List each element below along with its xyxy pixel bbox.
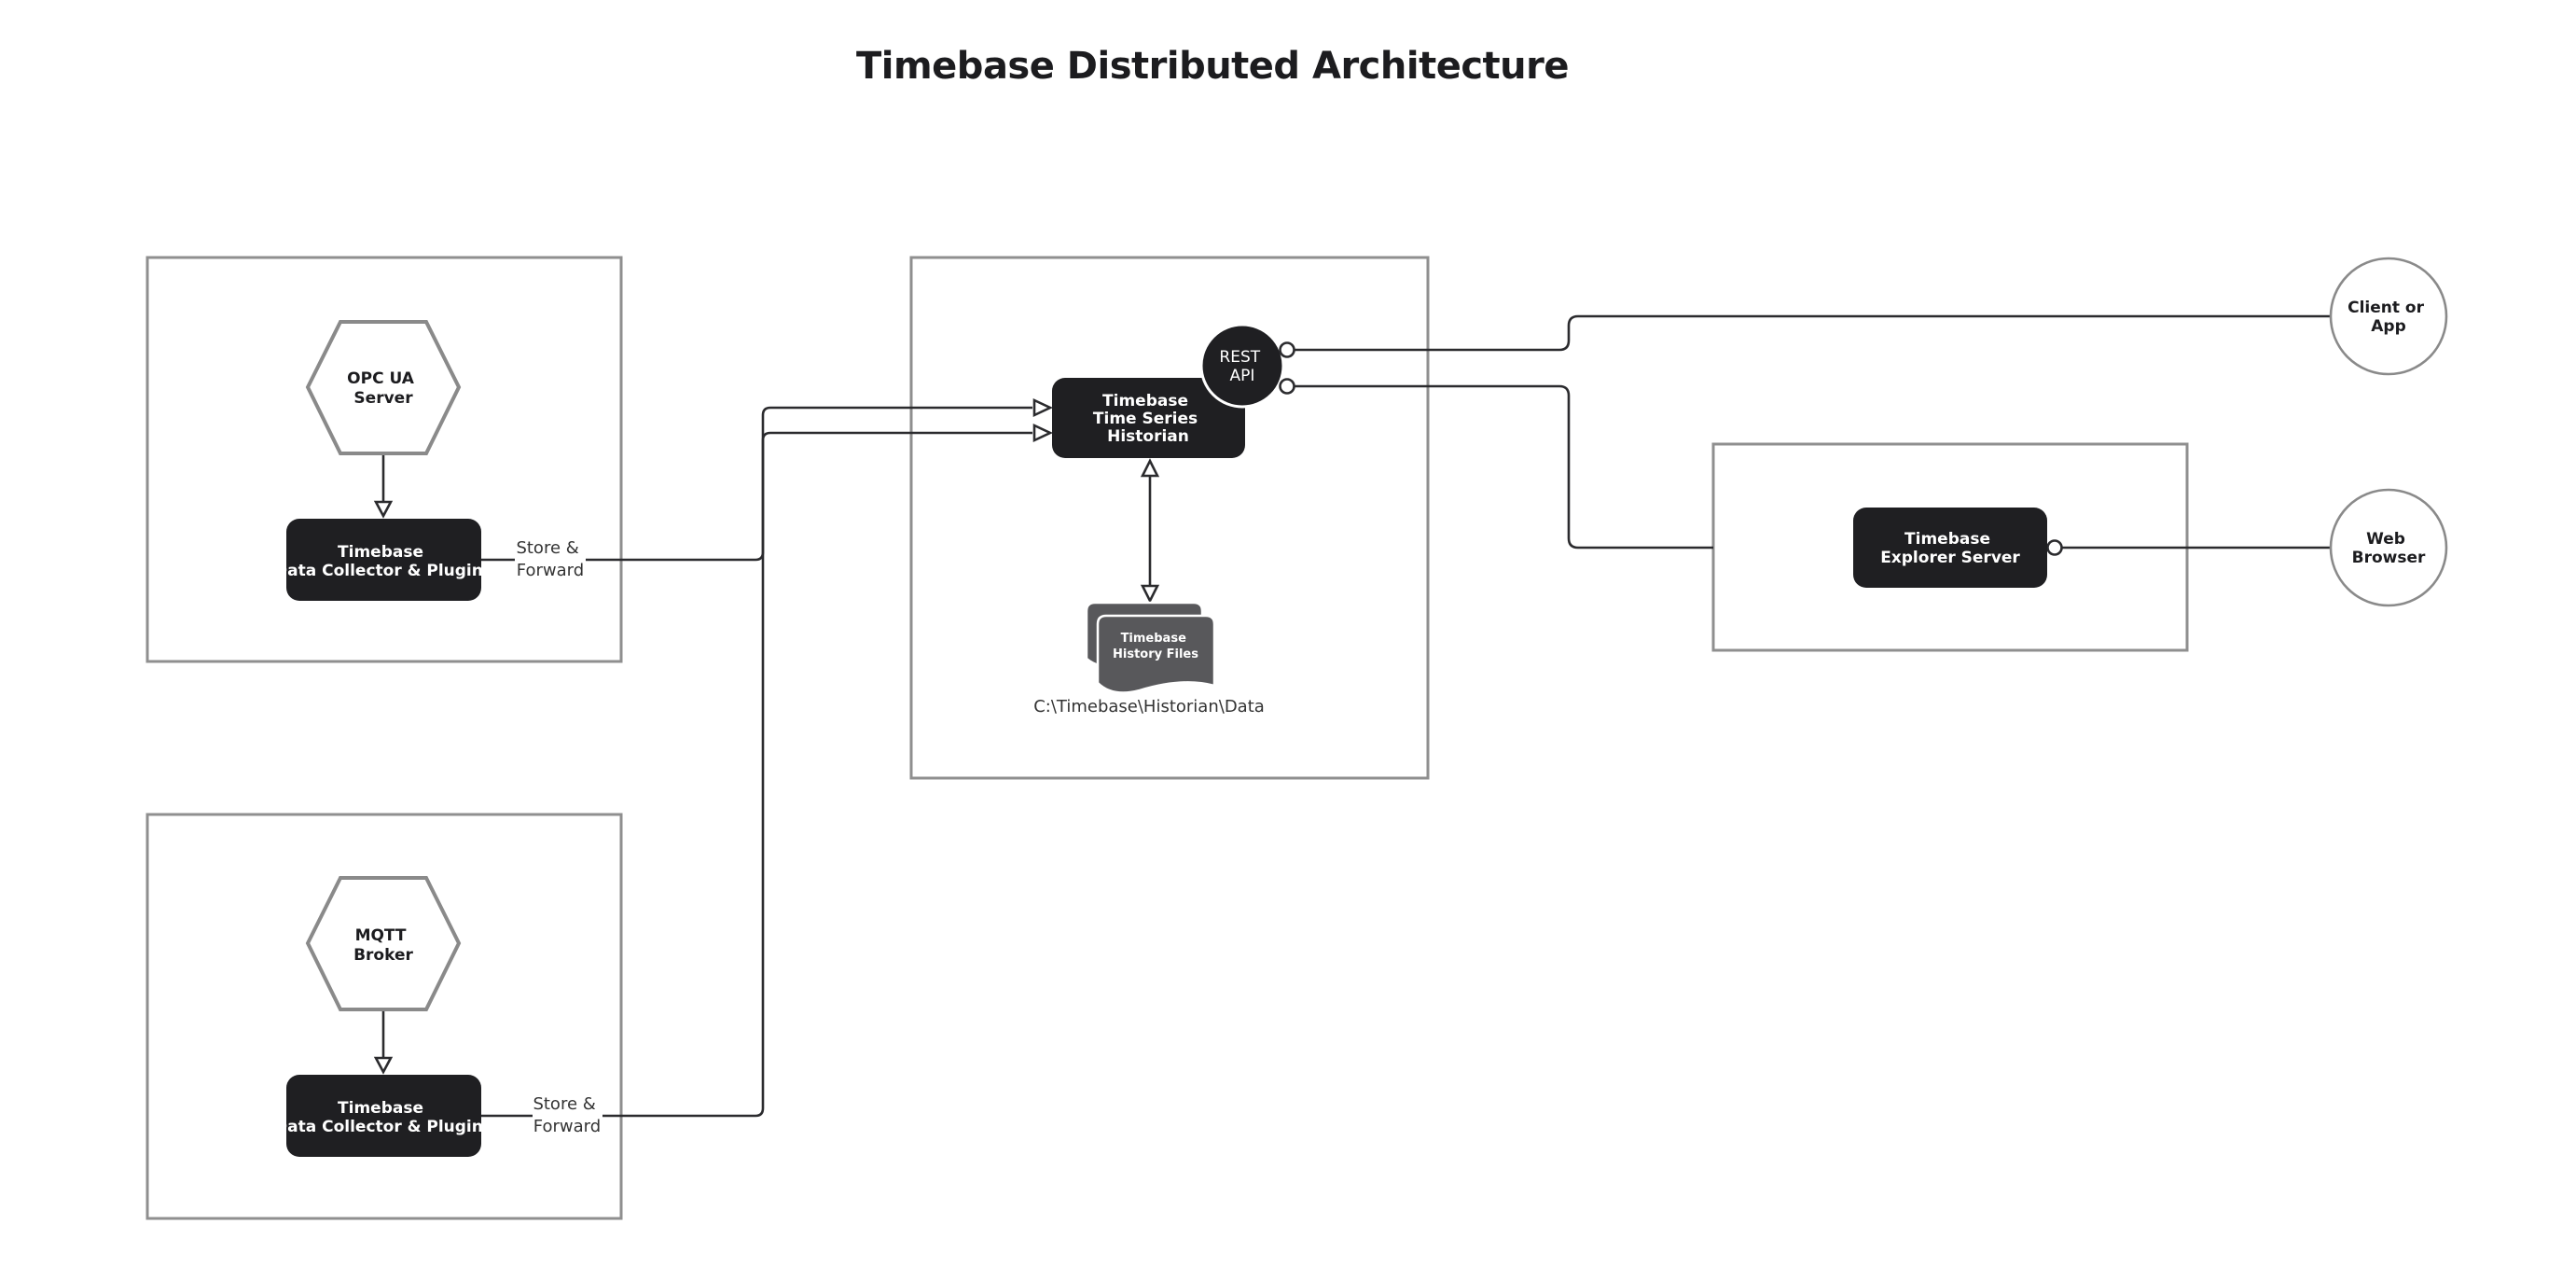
connector-api-to-explorer-group <box>1295 384 1713 550</box>
hexagon-shape <box>305 320 462 455</box>
mqtt-group-frame <box>145 813 623 1220</box>
hexagon-shape <box>305 876 462 1011</box>
explorer-server-node: Timebase Explorer Server <box>1853 508 2047 588</box>
historian-label: Timebase Time Series Historian <box>1093 392 1203 446</box>
mqtt-broker-node: MQTT Broker <box>305 876 462 1011</box>
arrowhead-down-opcua <box>373 500 394 519</box>
history-files-label: Timebase History Files <box>1113 632 1198 661</box>
historian-label-line3: Historian <box>1107 427 1189 446</box>
data-collector-bottom-label: Timebase Data Collector & Plugins <box>274 1099 492 1136</box>
mqtt-broker-label: MQTT Broker <box>353 926 413 965</box>
opcua-server-label-line2: Server <box>353 389 413 408</box>
rest-api-node: REST API <box>1199 323 1285 409</box>
connector-api-to-client <box>1295 314 2330 352</box>
historian-group-frame <box>909 256 1430 780</box>
historian-label-line2: Time Series <box>1093 410 1198 428</box>
data-collector-bottom-label-line2: Data Collector & Plugins <box>274 1118 492 1136</box>
web-browser-label: Web Browser <box>2352 530 2426 567</box>
opcua-server-label: OPC UA Server <box>347 369 420 408</box>
opcua-group-frame <box>145 256 623 663</box>
client-app-label-line2: App <box>2371 317 2406 336</box>
store-forward-top-line2: Forward <box>517 561 584 580</box>
explorer-server-label-line2: Explorer Server <box>1880 549 2020 567</box>
client-app-node: Client or App <box>2329 257 2448 376</box>
data-collector-top-label: Timebase Data Collector & Plugins <box>274 543 492 580</box>
data-path-label: C:\Timebase\Historian\Data <box>1033 697 1265 717</box>
web-browser-circle <box>2329 488 2448 607</box>
api-port-explorer <box>1279 378 1295 395</box>
history-file-front-sheet <box>1096 614 1216 694</box>
arrowhead-up-historian <box>1140 458 1160 478</box>
historian-node: Timebase Time Series Historian <box>1052 378 1245 458</box>
data-collector-top-node: Timebase Data Collector & Plugins <box>274 519 492 601</box>
connectors <box>381 314 2330 1118</box>
arrowhead-down-mqtt <box>373 1056 394 1075</box>
web-browser-node: Web Browser <box>2329 488 2448 607</box>
explorer-server-label-line1: Timebase <box>1904 530 1990 549</box>
opcua-server-label-line1: OPC UA <box>347 369 415 388</box>
historian-label-line1: Timebase <box>1102 392 1188 410</box>
store-forward-top-label: Store & Forward <box>516 538 584 580</box>
web-browser-label-line1: Web <box>2366 530 2405 549</box>
data-collector-top-label-line1: Timebase <box>338 543 423 562</box>
history-files-label-line1: Timebase <box>1121 632 1187 646</box>
web-browser-label-line2: Browser <box>2352 549 2426 567</box>
node-box <box>1853 508 2047 588</box>
api-port-client <box>1279 341 1295 358</box>
node-box <box>1052 378 1245 458</box>
client-app-circle <box>2329 257 2448 376</box>
data-collector-bottom-node: Timebase Data Collector & Plugins <box>274 1075 492 1157</box>
store-forward-bottom-line2: Forward <box>533 1117 601 1136</box>
history-files-label-line2: History Files <box>1113 647 1198 661</box>
node-box <box>286 519 481 601</box>
arrowhead-right-historian-bottom <box>1032 423 1054 443</box>
rest-api-circle <box>1199 323 1285 409</box>
rest-api-label: REST API <box>1219 348 1265 385</box>
store-forward-bottom-label: Store & Forward <box>533 1094 601 1136</box>
rest-api-label-line2: API <box>1230 367 1255 385</box>
connector-store-forward-top-to-historian <box>586 406 1032 562</box>
connector-store-forward-bottom-to-historian <box>602 431 1032 1118</box>
client-app-label-line1: Client or <box>2347 299 2424 317</box>
arrowhead-down-files <box>1140 584 1160 604</box>
node-box <box>286 1075 481 1157</box>
explorer-port-browser <box>2046 539 2063 556</box>
mqtt-broker-label-line1: MQTT <box>355 926 407 945</box>
store-forward-top-line1: Store & <box>516 538 578 558</box>
arrowhead-right-historian-top <box>1032 397 1054 418</box>
data-collector-top-label-line2: Data Collector & Plugins <box>274 562 492 580</box>
diagram-title: Timebase Distributed Architecture <box>856 45 1570 88</box>
history-files-node: Timebase History Files <box>1085 601 1216 694</box>
opcua-server-node: OPC UA Server <box>305 320 462 455</box>
rest-api-label-line1: REST <box>1219 348 1260 367</box>
client-app-label: Client or App <box>2347 299 2430 336</box>
mqtt-broker-label-line2: Broker <box>353 946 413 965</box>
explorer-server-label: Timebase Explorer Server <box>1880 530 2020 567</box>
data-collector-bottom-label-line1: Timebase <box>338 1099 423 1118</box>
store-forward-bottom-line1: Store & <box>533 1094 595 1114</box>
